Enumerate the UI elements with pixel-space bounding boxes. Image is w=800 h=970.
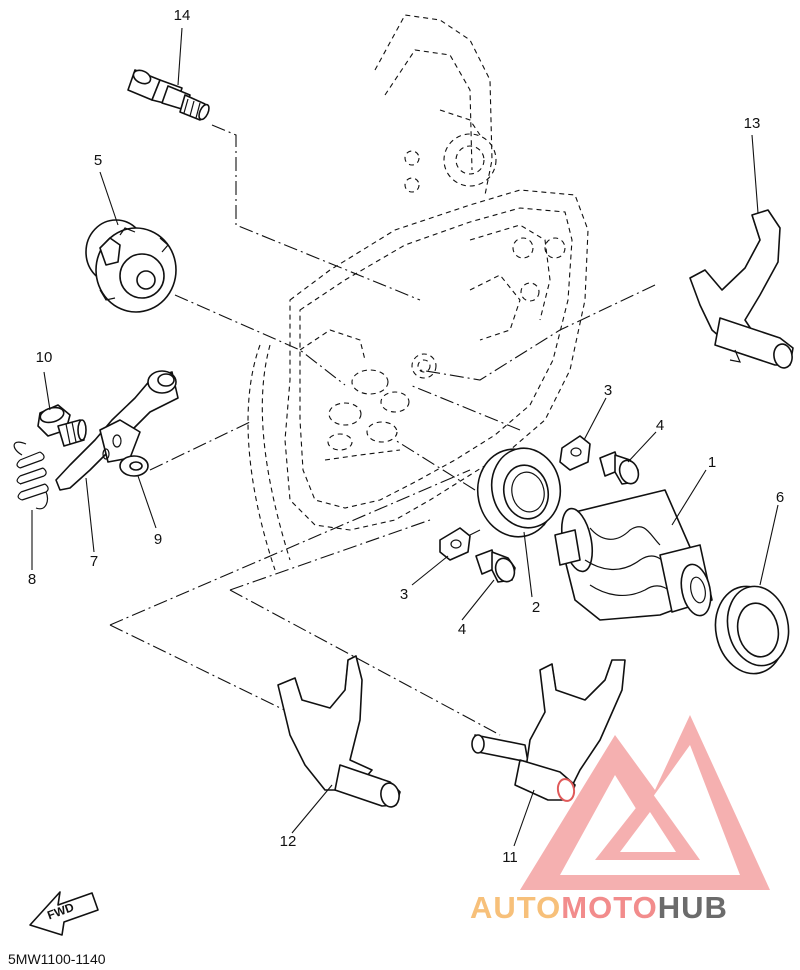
watermark-brand-text: AUTOMOTOHUB (470, 890, 728, 925)
leader-lines (31, 27, 779, 847)
part-9-washer (119, 455, 149, 477)
label-part-4-upper: 4 (656, 417, 664, 434)
label-part-12: 12 (280, 833, 297, 850)
part-11-shift-fork (471, 659, 626, 802)
watermark-text-moto: MOTO (561, 890, 657, 925)
part-8-spring (13, 441, 49, 510)
part-14-stud-bolt (127, 69, 210, 121)
part-12-shift-fork (277, 655, 401, 808)
part-6-bearing (714, 585, 790, 675)
label-part-4-lower: 4 (458, 621, 466, 638)
part-3-plate-upper (559, 435, 591, 471)
part-13-shift-fork (689, 209, 794, 369)
label-part-14: 14 (174, 7, 191, 24)
label-part-5: 5 (94, 152, 102, 169)
watermark-text-auto: AUTO (470, 890, 561, 925)
label-part-7: 7 (90, 553, 98, 570)
label-part-3-lower: 3 (400, 586, 408, 603)
part-4-screw-lower (475, 549, 516, 583)
part-2-bearing (476, 447, 562, 538)
part-3-plate-lower (439, 527, 471, 561)
label-part-1: 1 (708, 454, 716, 471)
part-1-shift-drum (554, 489, 713, 621)
label-part-6: 6 (776, 489, 784, 506)
part-5-shift-drum-segment (85, 219, 177, 313)
part-10-bolt (37, 404, 87, 447)
label-part-8: 8 (28, 571, 36, 588)
crankcase-outline (247, 14, 589, 571)
drawing-code: 5MW1100-1140 (8, 951, 106, 967)
assembly-guide-lines (109, 124, 656, 743)
watermark-logo (520, 715, 770, 890)
label-part-3-upper: 3 (604, 382, 612, 399)
label-part-2: 2 (532, 599, 540, 616)
label-part-11: 11 (502, 849, 518, 866)
part-4-screw-upper (599, 451, 640, 485)
fwd-arrow: FWD (29, 891, 99, 936)
label-part-10: 10 (36, 349, 53, 366)
label-part-9: 9 (154, 531, 162, 548)
part-number-labels: 1 2 3 3 4 4 5 6 7 8 9 10 11 12 13 14 (28, 7, 784, 866)
label-part-13: 13 (744, 115, 761, 132)
part-7-shift-arm (55, 370, 179, 491)
watermark-text-hub: HUB (658, 890, 728, 925)
